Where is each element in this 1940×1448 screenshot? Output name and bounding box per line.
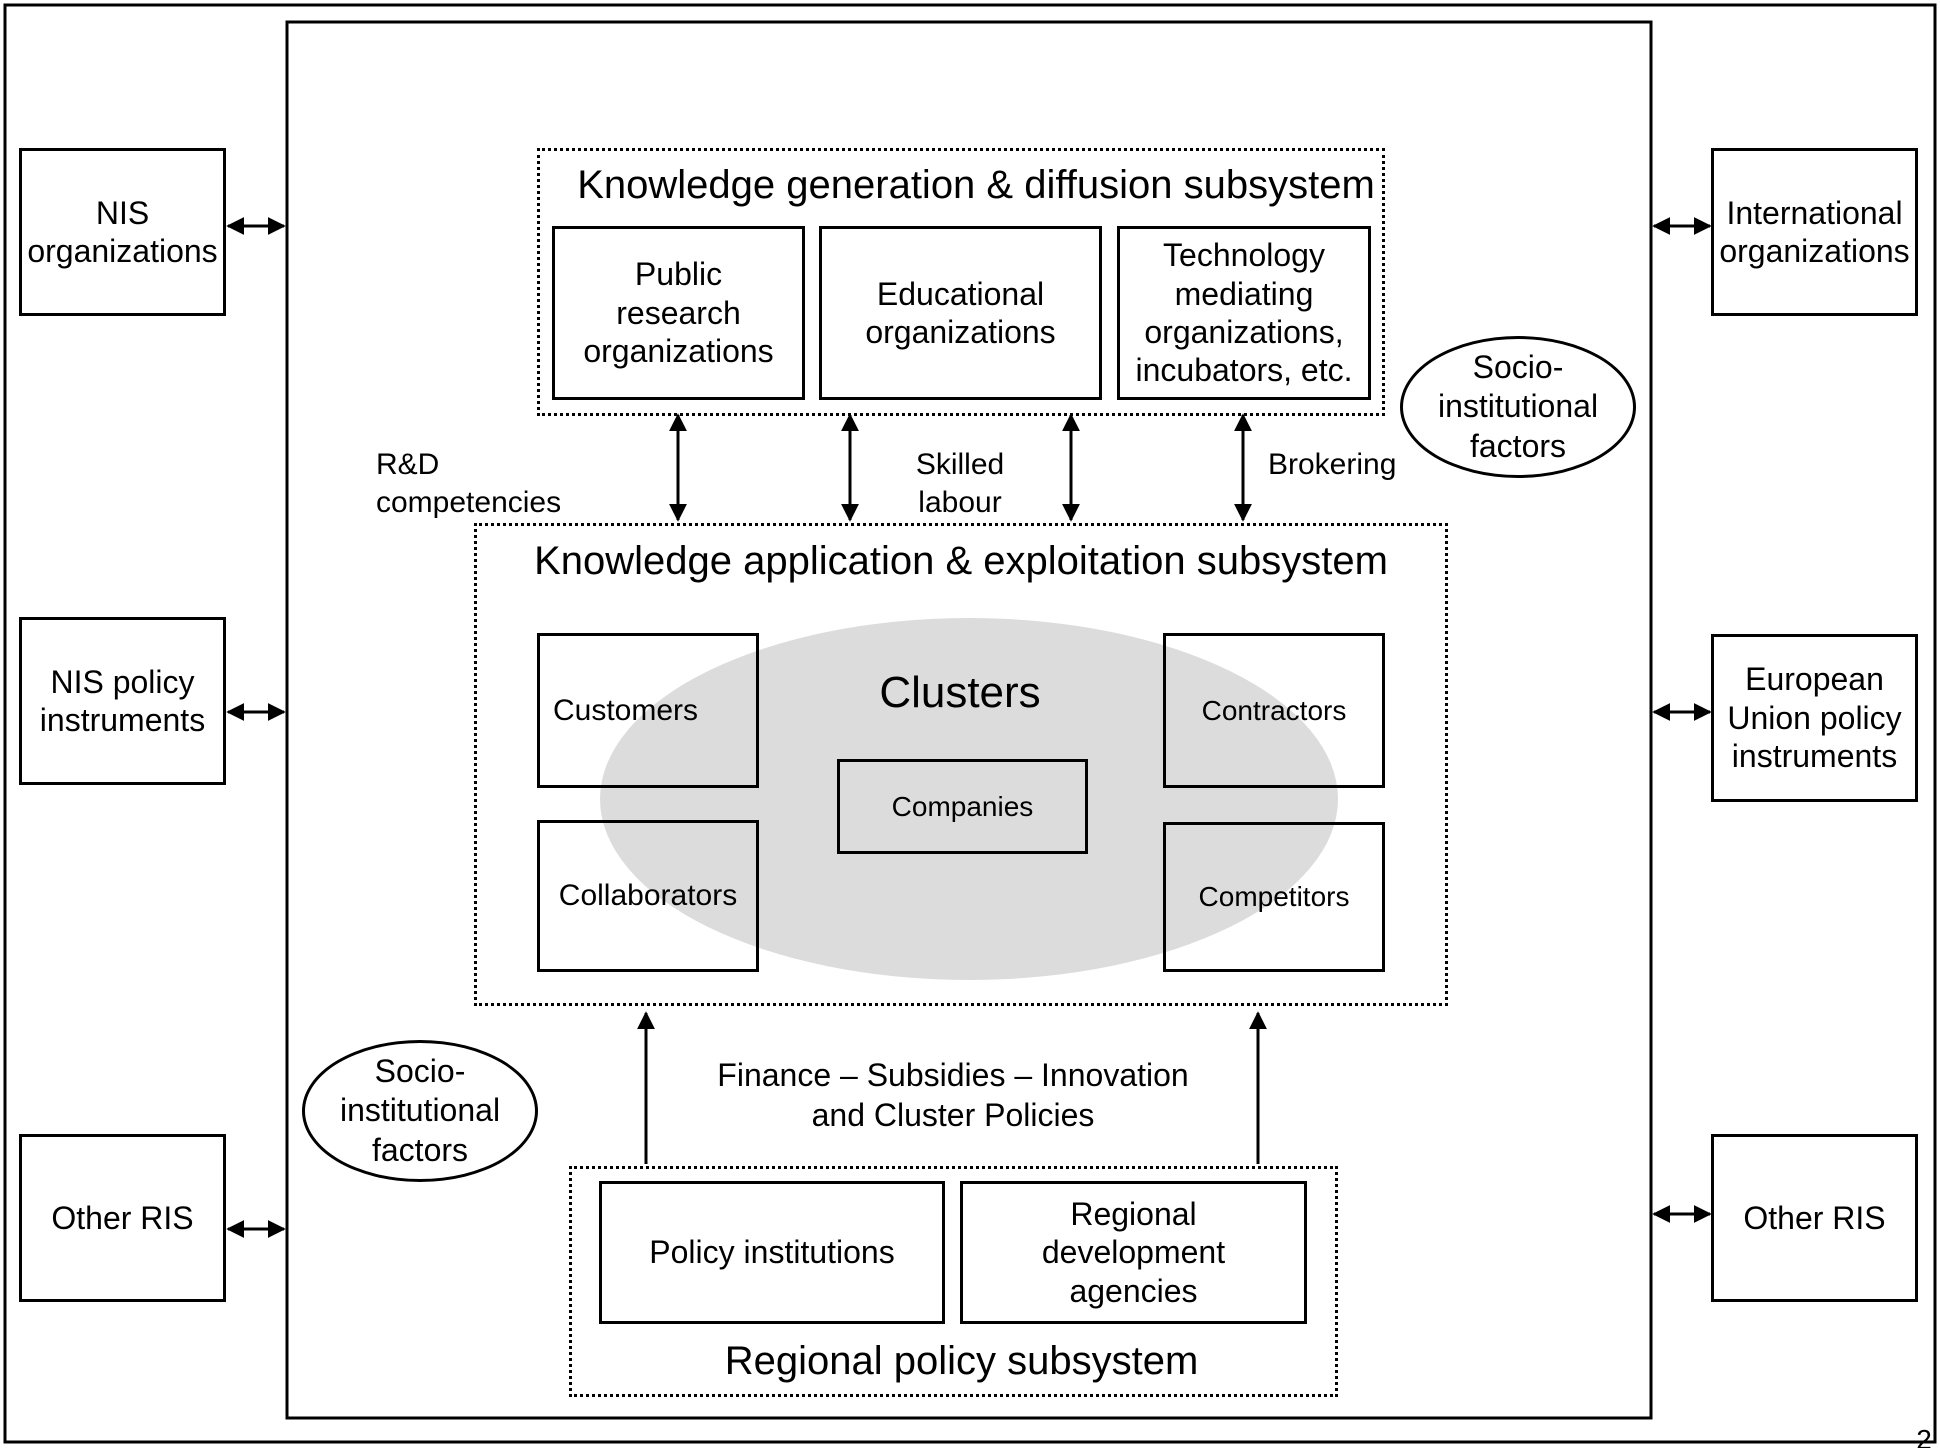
competitors-box: Competitors xyxy=(1163,822,1385,972)
technology-mediating-label: Technology mediating organizations, incu… xyxy=(1135,237,1353,389)
socio-factors-lower-left: Socio- institutional factors xyxy=(302,1040,538,1182)
regional-development-box: Regional development agencies xyxy=(960,1181,1307,1324)
brokering-label: Brokering xyxy=(1268,448,1397,481)
educational-label: Educational organizations xyxy=(865,275,1056,350)
outer-frame xyxy=(3,3,1937,1444)
international-label: International organizations xyxy=(1719,194,1910,269)
rd-competencies-label: R&D competencies xyxy=(376,448,562,519)
contractors-label: Contractors xyxy=(1201,694,1347,726)
socio-factors-upper-right: Socio- institutional factors xyxy=(1400,336,1636,478)
knowledge-application-subsystem xyxy=(474,523,1448,1006)
skilled-labour-label: Skilled labour xyxy=(915,448,1005,519)
other-ris-left-label: Other RIS xyxy=(51,1199,194,1236)
policy-institutions-label: Policy institutions xyxy=(649,1234,895,1271)
contractors-box: Contractors xyxy=(1163,633,1385,788)
educational-box: Educational organizations xyxy=(819,226,1102,400)
eu-policy-label: European Union policy instruments xyxy=(1727,661,1902,775)
eu-policy-box: European Union policy instruments xyxy=(1711,634,1918,802)
nis-organizations-box: NIS organizations xyxy=(19,148,226,316)
companies-label: Companies xyxy=(891,790,1034,822)
policy-institutions-box: Policy institutions xyxy=(599,1181,945,1324)
other-ris-right-box: Other RIS xyxy=(1711,1134,1918,1302)
public-research-label: Public research organizations xyxy=(583,256,774,370)
regional-policy-subsystem xyxy=(569,1166,1338,1397)
other-ris-right-label: Other RIS xyxy=(1743,1199,1886,1236)
nis-policy-label: NIS policy instruments xyxy=(39,663,206,738)
customers-label: Customers xyxy=(553,693,699,727)
technology-mediating-box: Technology mediating organizations, incu… xyxy=(1117,226,1371,400)
footer-mark: 2 xyxy=(1916,1426,1932,1448)
collaborators-box: Collaborators xyxy=(537,820,759,972)
nis-policy-box: NIS policy instruments xyxy=(19,617,226,785)
clusters-area xyxy=(600,618,1338,980)
ris-frame xyxy=(285,20,1653,1420)
customers-box: Customers xyxy=(537,633,759,788)
companies-box: Companies xyxy=(837,759,1088,854)
knowledge-generation-title: Knowledge generation & diffusion subsyst… xyxy=(577,163,1375,207)
competitors-label: Competitors xyxy=(1198,881,1350,913)
regional-development-label: Regional development agencies xyxy=(1041,1195,1226,1309)
clusters-title: Clusters xyxy=(879,668,1041,717)
finance-policies-label: Finance – Subsidies – Innovation and Clu… xyxy=(717,1057,1189,1133)
public-research-box: Public research organizations xyxy=(552,226,805,400)
other-ris-left-box: Other RIS xyxy=(19,1134,226,1302)
international-box: International organizations xyxy=(1711,148,1918,316)
regional-policy-title: Regional policy subsystem xyxy=(724,1339,1199,1383)
collaborators-label: Collaborators xyxy=(558,879,738,912)
knowledge-generation-subsystem xyxy=(537,148,1385,416)
knowledge-application-title: Knowledge application & exploitation sub… xyxy=(534,539,1388,583)
nis-organizations-label: NIS organizations xyxy=(27,194,218,269)
